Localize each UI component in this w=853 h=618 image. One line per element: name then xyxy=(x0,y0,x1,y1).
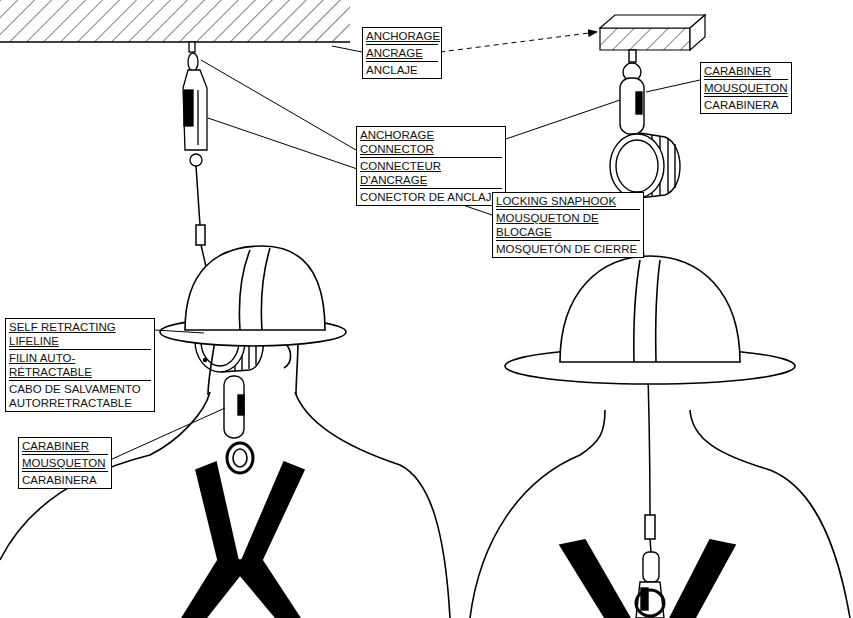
beam-anchorage-part xyxy=(600,28,690,50)
right-eye-bolt xyxy=(623,50,641,81)
right-srl-housing-part xyxy=(610,134,664,198)
label-text: CARABINERA xyxy=(22,472,108,488)
leader-lines xyxy=(110,32,700,460)
right-hard-hat xyxy=(505,256,795,384)
leader-lines-part xyxy=(155,330,204,333)
left-anchor-connector xyxy=(188,42,198,71)
leader-lines-part xyxy=(440,32,597,52)
left-worker-part xyxy=(242,462,304,560)
label-box: LOCKING SNAPHOOKMOUSQUETON DE BLOCAGEMOS… xyxy=(492,192,644,258)
beam-anchorage xyxy=(600,15,705,50)
left-srl-housing-part xyxy=(204,359,207,362)
beam-anchorage-part xyxy=(690,15,705,50)
label-text: MOSQUETÓN DE CIERRE xyxy=(496,241,640,257)
label-text: LOCKING SNAPHOOK xyxy=(496,193,640,210)
left-locking-snaphook xyxy=(183,70,207,166)
left-worker-part xyxy=(208,340,215,395)
right-srl-housing-part xyxy=(667,139,668,193)
ceiling-anchorage-part xyxy=(0,0,350,42)
label-text: MOUSQUETON DE BLOCAGE xyxy=(496,210,640,241)
label-box: CARABINERMOUSQUETONCARABINERA xyxy=(700,62,792,114)
right-snaphook-part xyxy=(636,582,664,618)
label-box: CARABINERMOUSQUETONCARABINERA xyxy=(18,437,112,489)
right-hard-hat-part xyxy=(634,260,640,362)
left-lifeline-cable-part xyxy=(196,225,205,245)
right-hard-hat-part xyxy=(560,256,740,362)
left-worker-part xyxy=(227,443,253,473)
label-box: SELF RETRACTING LIFELINEFILIN AUTO- RÉTR… xyxy=(5,318,155,412)
left-carabiner-part xyxy=(238,395,244,415)
right-carabiner-part xyxy=(636,92,642,114)
beam-anchorage-part xyxy=(600,15,705,28)
right-eye-bolt-part xyxy=(629,50,636,62)
left-worker-part xyxy=(182,560,300,618)
label-text: CARABINERA xyxy=(704,97,788,113)
label-box: ANCHORAGEANCRAGEANCLAJE xyxy=(362,27,442,79)
leader-lines-part xyxy=(110,408,225,460)
label-text: CARABINER xyxy=(22,438,108,455)
left-hard-hat-part xyxy=(239,250,250,330)
label-text: CONECTOR DE ANCLAJE xyxy=(360,189,502,205)
label-text: ANCRAGE xyxy=(366,45,438,62)
left-hard-hat xyxy=(160,246,346,346)
right-carabiner-part xyxy=(620,78,644,134)
left-hard-hat-part xyxy=(261,248,270,330)
left-worker-part xyxy=(233,449,247,467)
label-text: FILIN AUTO- RÉTRACTABLE xyxy=(9,350,151,381)
right-srl-housing-part xyxy=(674,144,675,188)
leader-lines-part xyxy=(646,80,700,92)
right-snaphook-part xyxy=(636,590,664,616)
left-hard-hat-part xyxy=(185,246,325,330)
leader-lines-part xyxy=(332,46,362,52)
label-text: MOUSQUETON xyxy=(22,455,108,472)
ceiling-anchorage-part xyxy=(0,41,350,43)
right-worker xyxy=(470,410,850,618)
left-carabiner-part xyxy=(224,376,244,438)
left-anchor-connector-part xyxy=(189,42,195,52)
left-lifeline-cable-part xyxy=(196,166,200,225)
left-worker-part xyxy=(295,392,450,618)
right-lifeline-cable-part xyxy=(645,515,655,539)
right-worker-part xyxy=(690,410,850,618)
left-locking-snaphook-part xyxy=(184,90,193,126)
label-box: ANCHORAGE CONNECTORCONNECTEUR D'ANCRAGEC… xyxy=(356,126,506,206)
left-worker-part xyxy=(196,462,238,560)
label-text: MOUSQUETON xyxy=(704,80,788,97)
left-anchor-connector-part xyxy=(188,53,198,71)
leader-lines-part xyxy=(503,100,620,140)
right-snaphook-part xyxy=(643,552,659,582)
label-text: ANCHORAGE xyxy=(366,28,438,45)
right-srl-housing-part xyxy=(616,140,658,192)
right-snaphook xyxy=(636,552,664,618)
right-lifeline-cable-part xyxy=(650,539,651,552)
right-hard-hat-part xyxy=(656,260,660,362)
right-srl-housing xyxy=(610,133,680,198)
ceiling-anchorage xyxy=(0,0,350,42)
right-worker-part xyxy=(670,540,735,618)
leader-lines-part xyxy=(201,60,356,150)
right-worker-part xyxy=(470,410,605,618)
label-text: CONNECTEUR D'ANCRAGE xyxy=(360,158,502,189)
left-locking-snaphook-part xyxy=(190,154,202,166)
left-carabiner xyxy=(224,376,244,438)
label-text: CABO DE SALVAMENTO AUTORRETRACTABLE xyxy=(9,381,151,411)
right-carabiner xyxy=(620,78,644,134)
label-text: CARABINER xyxy=(704,63,788,80)
left-locking-snaphook-part xyxy=(183,70,207,150)
label-text: SELF RETRACTING LIFELINE xyxy=(9,319,151,350)
label-text: ANCHORAGE CONNECTOR xyxy=(360,127,502,158)
left-locking-snaphook-part xyxy=(197,90,198,145)
label-text: ANCLAJE xyxy=(366,62,438,78)
left-worker-part xyxy=(296,340,298,395)
left-worker-part xyxy=(0,392,210,560)
right-worker-part xyxy=(560,540,630,618)
